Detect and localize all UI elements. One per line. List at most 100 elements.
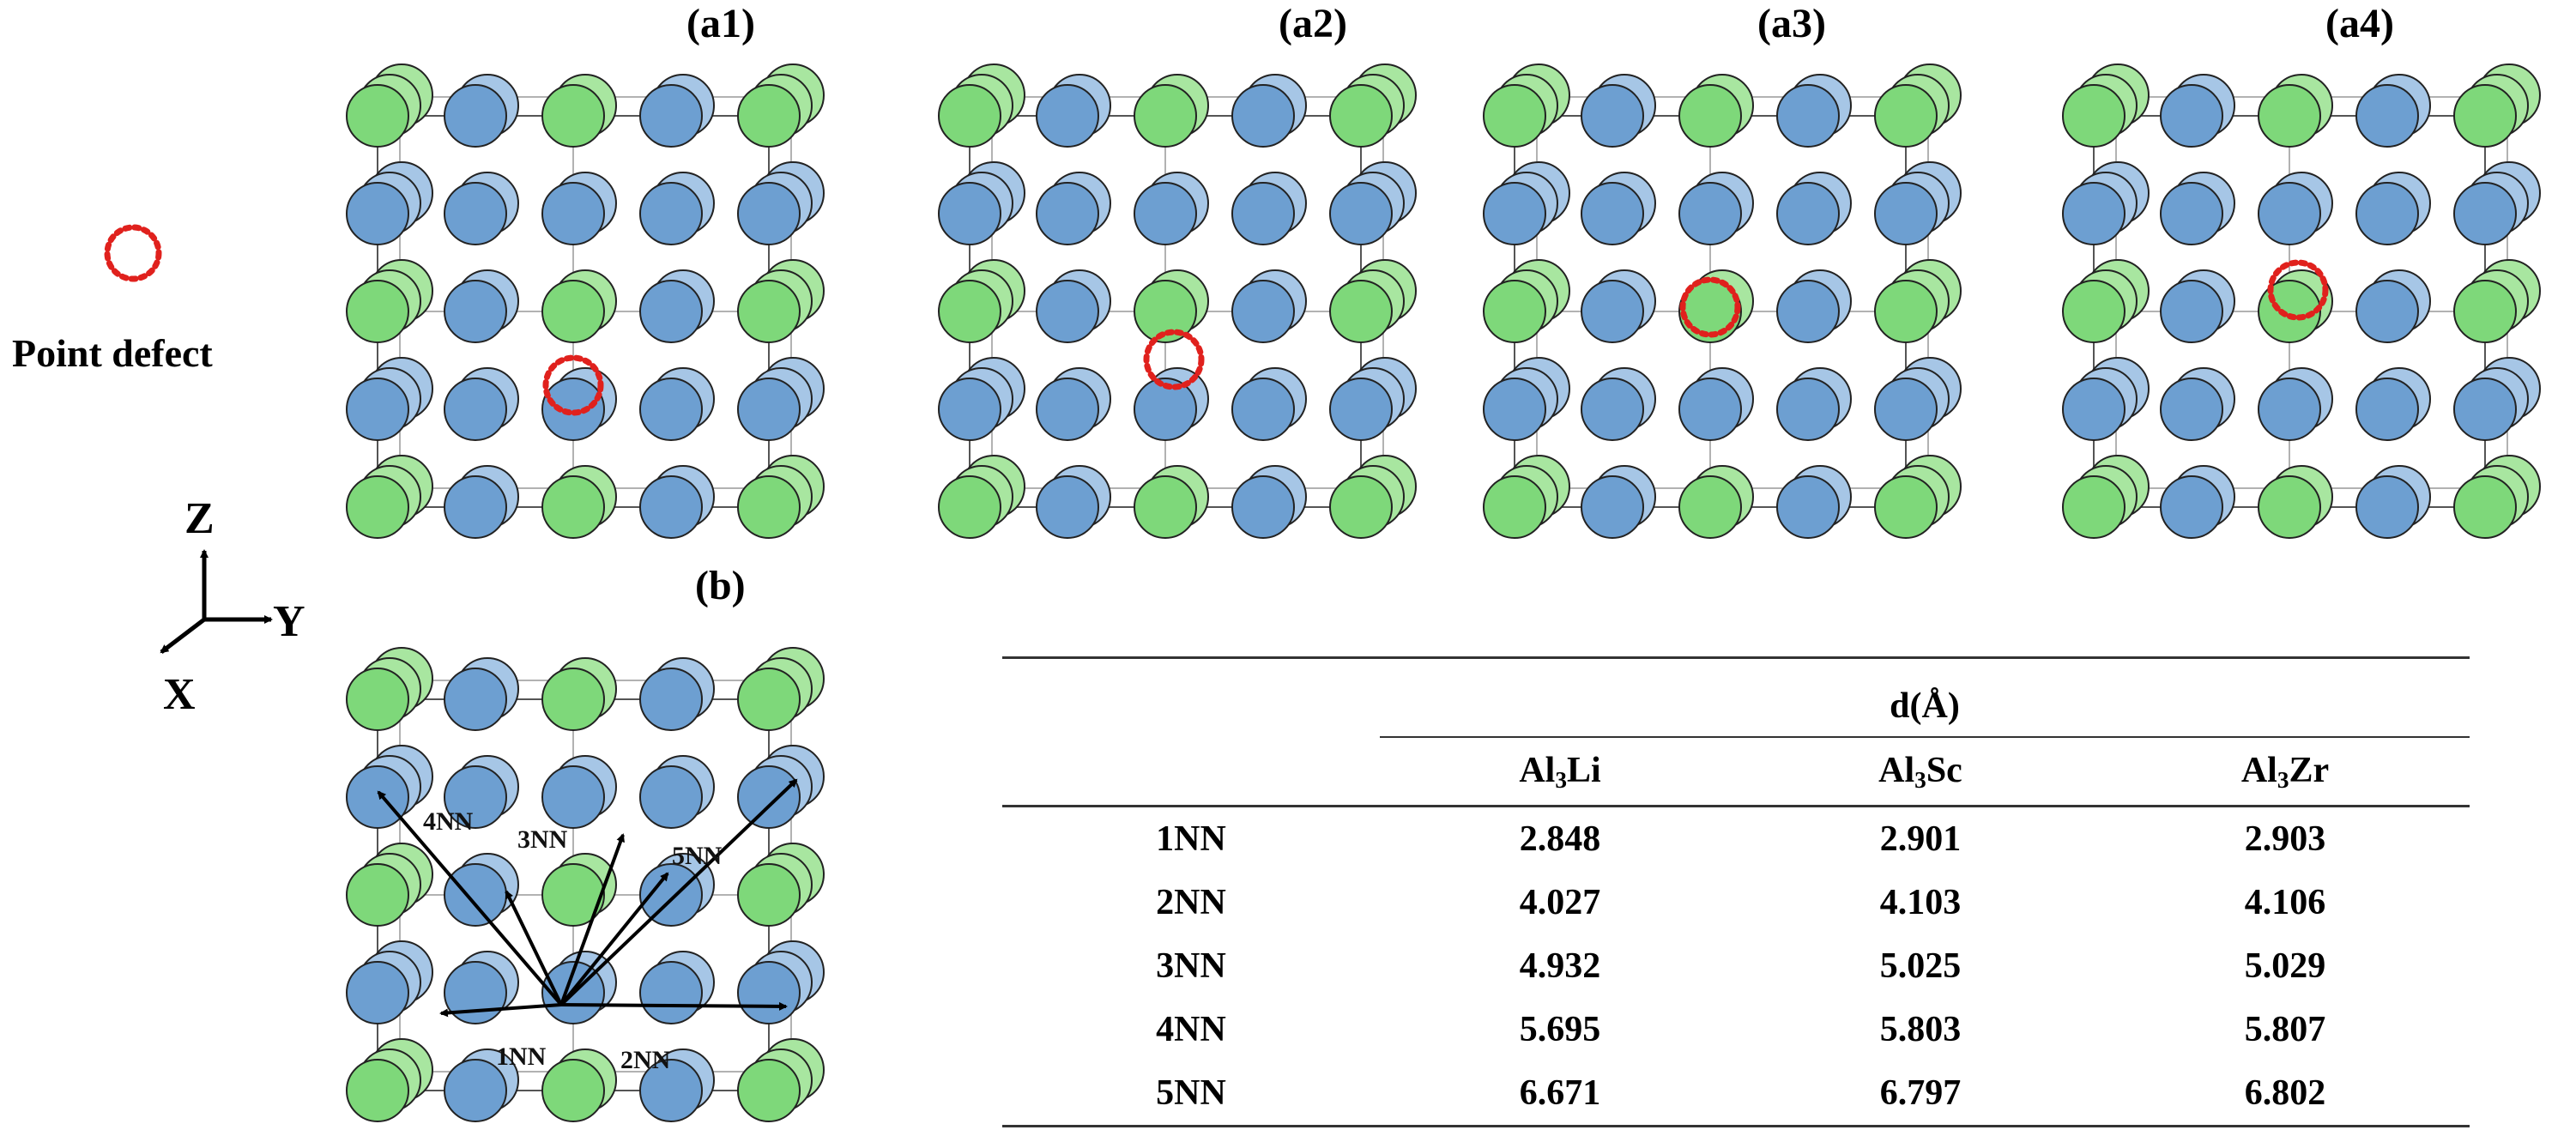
blue-atom	[2355, 84, 2419, 148]
blue-atom	[1581, 475, 1644, 539]
blue-atom	[639, 1059, 703, 1122]
green-atom	[1134, 84, 1197, 148]
panel-label-b: (b)	[695, 563, 746, 608]
blue-atom	[444, 475, 507, 539]
green-atom	[1483, 475, 1546, 539]
blue-atom	[2355, 280, 2419, 343]
group-header: d(Å)	[1380, 676, 2470, 738]
blue-atom	[1036, 182, 1099, 245]
green-atom	[346, 280, 409, 343]
green-atom	[938, 84, 1001, 148]
blue-atom	[737, 378, 801, 441]
blue-atom	[737, 182, 801, 245]
table-row: 1NN 2.848 2.901 2.903	[1002, 807, 2470, 872]
blue-atom	[1036, 378, 1099, 441]
blue-atom	[444, 961, 507, 1024]
axis-x-arrow	[160, 618, 206, 654]
neighbor-label-5nn: 5NN	[672, 842, 723, 870]
blue-atom	[1036, 475, 1099, 539]
table-cell: 4.932	[1519, 946, 1601, 986]
blue-atom	[639, 280, 703, 343]
blue-atom	[639, 84, 703, 148]
blue-atom	[2062, 182, 2126, 245]
blue-atom	[444, 182, 507, 245]
blue-atom	[2355, 378, 2419, 441]
blue-atom	[1483, 182, 1546, 245]
lattice-panel-a4	[2062, 63, 2541, 539]
blue-atom	[1231, 378, 1295, 441]
blue-atom	[2160, 280, 2223, 343]
green-atom	[1329, 280, 1393, 343]
green-atom	[737, 280, 801, 343]
axis-label-x: X	[163, 670, 196, 719]
blue-atom	[1776, 378, 1840, 441]
green-atom	[737, 84, 801, 148]
green-atom	[346, 863, 409, 927]
green-atom	[346, 668, 409, 731]
neighbor-label-2nn: 2NN	[620, 1046, 671, 1074]
green-atom	[1678, 475, 1742, 539]
blue-atom	[1231, 475, 1295, 539]
blue-atom	[1329, 182, 1393, 245]
blue-atom	[346, 378, 409, 441]
row-label: 2NN	[1156, 883, 1226, 922]
table-cell: 5.029	[2244, 946, 2326, 986]
green-atom	[2258, 84, 2321, 148]
column-header: Al3Zr	[2101, 737, 2470, 807]
arrow-1nn	[439, 1003, 562, 1018]
blue-atom	[737, 765, 801, 829]
blue-atom	[444, 280, 507, 343]
blue-atom	[1036, 280, 1099, 343]
legend-defect-symbol	[104, 224, 162, 282]
green-atom	[2062, 280, 2126, 343]
blue-atom	[639, 378, 703, 441]
green-atom	[737, 668, 801, 731]
blue-atom	[639, 475, 703, 539]
blue-atom	[346, 961, 409, 1024]
green-atom	[541, 863, 605, 927]
table-cell: 2.901	[1879, 819, 1962, 859]
green-atom	[346, 1059, 409, 1122]
blue-atom	[1776, 182, 1840, 245]
blue-atom	[1134, 182, 1197, 245]
green-atom	[1874, 84, 1938, 148]
blue-atom	[1581, 182, 1644, 245]
blue-atom	[2258, 182, 2321, 245]
green-atom	[541, 668, 605, 731]
blue-atom	[444, 378, 507, 441]
blue-atom	[2160, 475, 2223, 539]
blue-atom	[639, 668, 703, 731]
distance-table: d(Å) Al3Li Al3Sc Al3Zr 1NN 2.848 2.901 2…	[1002, 656, 2470, 1127]
blue-atom	[938, 182, 1001, 245]
blue-atom	[1483, 378, 1546, 441]
blue-atom	[1581, 378, 1644, 441]
blue-atom	[1134, 378, 1197, 441]
table-cell: 4.106	[2244, 883, 2326, 922]
blue-atom	[1776, 475, 1840, 539]
green-atom	[1134, 475, 1197, 539]
axis-label-z: Z	[184, 494, 215, 543]
green-atom	[2062, 475, 2126, 539]
green-atom	[541, 1059, 605, 1122]
arrow-3nn	[505, 890, 563, 1006]
blue-atom	[639, 863, 703, 927]
blue-atom	[541, 378, 605, 441]
panel-label-a3: (a3)	[1757, 1, 1826, 46]
lattice-panel-a3	[1483, 63, 1962, 539]
blue-atom	[1776, 280, 1840, 343]
row-label: 5NN	[1002, 1061, 1380, 1127]
neighbor-label-3nn: 3NN	[517, 825, 568, 854]
lattice-panel-b	[346, 647, 825, 1122]
blue-atom	[2062, 378, 2126, 441]
blue-atom	[1329, 378, 1393, 441]
blue-atom	[2160, 84, 2223, 148]
green-atom	[1874, 475, 1938, 539]
green-atom	[1134, 280, 1197, 343]
blue-atom	[1231, 84, 1295, 148]
table-row: 5NN 6.671 6.797 6.802	[1002, 1061, 2470, 1127]
table-row: 3NN 4.932 5.025 5.029	[1002, 934, 2470, 998]
green-atom	[1329, 84, 1393, 148]
arrow-2nn	[560, 1001, 788, 1011]
panel-label-a1: (a1)	[686, 1, 755, 46]
blue-atom	[639, 765, 703, 829]
